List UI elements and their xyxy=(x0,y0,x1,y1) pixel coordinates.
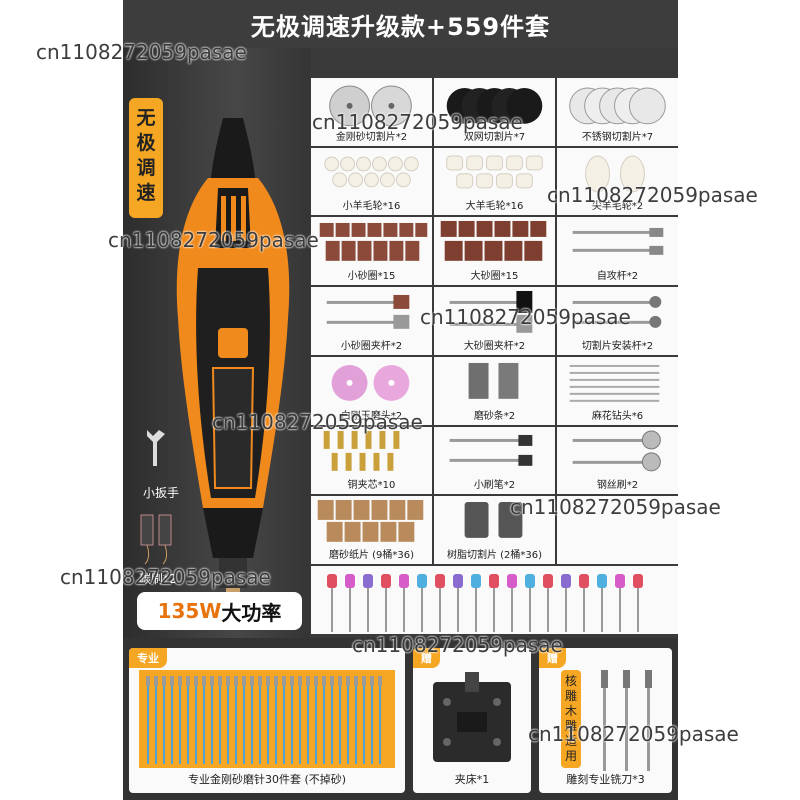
carving-bit-icon xyxy=(601,670,652,771)
cutting-disc-icon xyxy=(569,87,666,125)
accessory-label: 大羊毛轮*16 xyxy=(465,201,524,213)
accessory-label: 树脂切割片 (2桶*36) xyxy=(446,550,543,561)
accessory-cell: 小砂圈夹杆*2 xyxy=(311,287,432,355)
diamond-burr-panel: 专业 专业金刚砂磨针30件套 (不掉砂) xyxy=(129,648,405,793)
accessory-label: 麻花钻头*6 xyxy=(591,410,644,422)
accessory-label: 白刚玉磨头*2 xyxy=(340,410,403,422)
accessory-label: 小羊毛轮*16 xyxy=(342,201,401,213)
accessory-cell: 麻花钻头*6 xyxy=(557,356,678,425)
wire-brush-icon xyxy=(572,430,661,471)
accessory-cell: 双网切割片*7 xyxy=(434,78,555,146)
accessory-cell: 切割片安装杆*2 xyxy=(557,287,678,355)
accessory-cell: 磨砂纸片 (9桶*36) xyxy=(311,496,432,564)
accessory-cell: 白刚玉磨头*2 xyxy=(311,356,432,425)
accessory-cell: 小砂圈*15 xyxy=(311,217,432,286)
accessory-label: 自攻杆*2 xyxy=(596,271,639,283)
screw-mandrel-icon xyxy=(572,228,664,256)
felt-tip-icon xyxy=(585,155,645,193)
accessory-cell xyxy=(557,496,678,564)
accessory-label: 大砂圈夹杆*2 xyxy=(463,340,526,352)
accessory-cell: 小刷笔*2 xyxy=(434,426,555,495)
accessory-label: 钢丝刷*2 xyxy=(596,480,639,492)
felt-wheel-icon xyxy=(324,156,419,188)
accessory-label: 小刷笔*2 xyxy=(473,480,516,492)
diamond-burr-set-icon xyxy=(139,670,395,768)
vise-panel: 赠 夹床*1 xyxy=(413,648,531,793)
collet-icon xyxy=(323,430,400,471)
sanding-band-icon xyxy=(440,221,547,262)
accessory-cell: 铜夹芯*10 xyxy=(311,426,432,495)
accessory-label: 小砂圈夹杆*2 xyxy=(340,340,403,352)
speed-badge: 无 极 调 速 xyxy=(129,98,163,218)
accessory-cell: 自攻杆*2 xyxy=(557,217,678,286)
accessory-label: 大砂圈*15 xyxy=(470,271,519,283)
accessory-cell: 大羊毛轮*16 xyxy=(434,147,555,216)
carving-bits-panel: 赠 核 雕 木 雕 适 用 雕刻专业铣刀*3 xyxy=(539,648,672,793)
vise-icon xyxy=(433,672,511,762)
accessory-label: 尖羊毛轮*2 xyxy=(591,201,644,213)
grinding-head-icon xyxy=(327,574,643,632)
accessory-cell: 大砂圈夹杆*2 xyxy=(434,287,555,355)
accessory-label: 磨砂条*2 xyxy=(473,410,516,422)
accessory-cell: 磨砂条*2 xyxy=(434,356,555,425)
brush-label: 碳刷*2 xyxy=(139,572,177,586)
power-badge: 135W 大功率 xyxy=(137,592,302,630)
band-mandrel-icon xyxy=(326,295,410,329)
sharpening-stone-icon xyxy=(468,362,519,399)
grinding-heads-row xyxy=(311,566,678,634)
felt-wheel-icon xyxy=(446,155,543,189)
wrench-label: 小扳手 xyxy=(143,486,180,500)
accessory-cell: 钢丝刷*2 xyxy=(557,426,678,495)
sandpaper-tube-icon xyxy=(317,500,424,543)
disc-mandrel-icon xyxy=(572,296,662,328)
accessory-grid: 金刚砂切割片*2 双网切割片*7 不锈钢切割片*7 xyxy=(311,78,678,564)
accessory-label: 金刚砂切割片*2 xyxy=(335,131,408,143)
page-title: 无极调速升级款+559件套 xyxy=(123,0,678,48)
rotary-tool-icon xyxy=(176,118,290,613)
cutting-disc-icon xyxy=(446,87,543,124)
accessory-cell: 树脂切割片 (2桶*36) xyxy=(434,496,555,564)
accessory-label: 磨砂纸片 (9桶*36) xyxy=(328,550,415,561)
accessory-cell: 尖羊毛轮*2 xyxy=(557,147,678,216)
resin-disc-tube-icon xyxy=(464,502,523,539)
wrench-icon xyxy=(147,430,165,466)
accessory-label: 双网切割片*7 xyxy=(463,131,526,143)
accessory-label: 铜夹芯*10 xyxy=(347,480,396,492)
tool-display: 无 极 调 速 小扳手 碳刷*2 xyxy=(123,48,310,638)
bonus-section: 专业 专业金刚砂磨针30件套 (不掉砂) 赠 夹床*1 赠 核 雕 木 xyxy=(123,638,678,800)
accessory-label: 小砂圈*15 xyxy=(347,271,396,283)
accessory-cell: 小羊毛轮*16 xyxy=(311,147,432,216)
brush-pen-icon xyxy=(449,434,533,466)
accessory-label: 切割片安装杆*2 xyxy=(581,340,654,352)
cutting-disc-icon xyxy=(329,85,412,127)
accessory-cell: 大砂圈*15 xyxy=(434,217,555,286)
accessory-cell: 不锈钢切割片*7 xyxy=(557,78,678,146)
product-image: 无极调速升级款+559件套 无 极 调 速 小扳手 xyxy=(123,0,678,800)
grinding-stone-icon xyxy=(331,364,410,401)
drill-bit-icon xyxy=(569,364,660,402)
band-mandrel-icon xyxy=(449,291,533,333)
carving-badge: 核 雕 木 雕 适 用 xyxy=(561,670,581,768)
accessory-label: 不锈钢切割片*7 xyxy=(581,131,654,143)
sanding-band-icon xyxy=(319,223,428,262)
carbon-brush-icon xyxy=(140,514,172,565)
accessory-cell: 金刚砂切割片*2 xyxy=(311,78,432,146)
